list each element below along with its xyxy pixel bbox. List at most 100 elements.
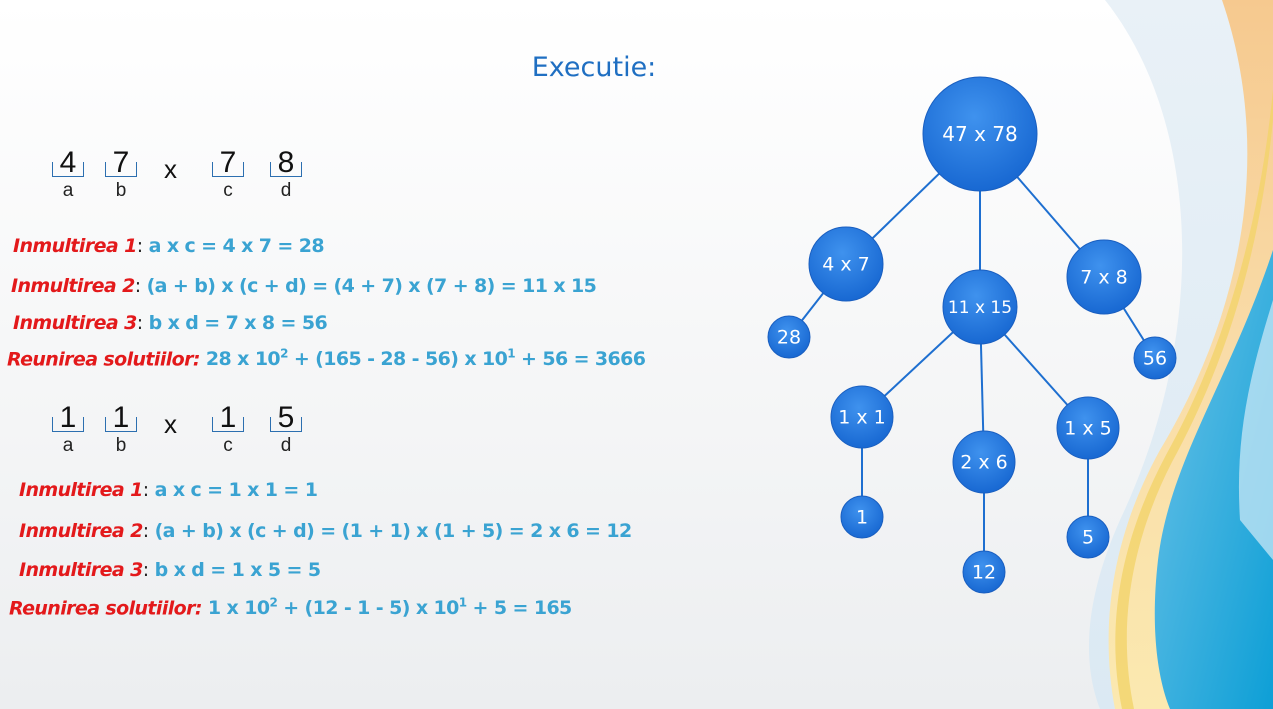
exponent: 2 bbox=[269, 596, 278, 610]
tree-node-circle bbox=[808, 226, 884, 302]
step-separator: : bbox=[134, 275, 141, 297]
digit-box-d: 8 d bbox=[268, 146, 304, 201]
tree-node-n1x5: 1 x 5 bbox=[1056, 396, 1120, 460]
tree-node-circle bbox=[767, 315, 811, 359]
tree-node-circle bbox=[922, 76, 1038, 192]
step-label: Inmultirea 2 bbox=[11, 275, 135, 297]
tree-node-n2x6: 2 x 6 bbox=[952, 430, 1016, 494]
step-expression: a x c = 1 x 1 = 1 bbox=[148, 479, 318, 501]
tree-node-label: 47 x 78 bbox=[942, 122, 1017, 146]
tree-node-n1x1: 1 x 1 bbox=[830, 385, 894, 449]
combine-label: Reunirea solutiilor: bbox=[9, 597, 202, 620]
digit-variable: c bbox=[223, 180, 233, 201]
tree-node-label: 1 x 1 bbox=[838, 407, 886, 429]
tree-node-n4x7: 4 x 7 bbox=[808, 226, 884, 302]
step-label: Inmultirea 3 bbox=[19, 559, 143, 581]
digit-box-c: 7 c bbox=[210, 146, 246, 201]
step-label: Inmultirea 2 bbox=[19, 520, 143, 542]
tree-node-label: 56 bbox=[1143, 348, 1167, 370]
tree-node-n5: 5 bbox=[1066, 515, 1110, 559]
example1-step1: Inmultirea 1: a x c = 4 x 7 = 28 bbox=[13, 235, 325, 257]
example2-combine: Reunirea solutiilor: 1 x 102 + (12 - 1 -… bbox=[9, 596, 572, 619]
tree-node-n1: 1 bbox=[840, 495, 884, 539]
exponent: 1 bbox=[507, 347, 515, 361]
digit-value: 1 bbox=[219, 401, 237, 434]
exponent: 1 bbox=[458, 596, 467, 610]
example2-step3: Inmultirea 3: b x d = 1 x 5 = 5 bbox=[19, 559, 321, 581]
tree-node-n56: 56 bbox=[1133, 336, 1177, 380]
digit-box-d: 5 d bbox=[268, 401, 304, 456]
step-separator: : bbox=[136, 312, 143, 334]
step-separator: : bbox=[142, 559, 149, 581]
tree-node-circle bbox=[1066, 239, 1142, 315]
digit-row-1: 4 a 7 b x 7 c 8 d bbox=[48, 146, 318, 212]
yellow-edge bbox=[1115, 90, 1273, 709]
digit-variable: d bbox=[280, 180, 292, 201]
digit-bracket bbox=[52, 162, 84, 177]
tree-node-label: 11 x 15 bbox=[948, 298, 1012, 318]
tree-node-n28: 28 bbox=[767, 315, 811, 359]
digit-variable: d bbox=[280, 435, 292, 456]
combine-label: Reunirea solutiilor: bbox=[7, 348, 200, 371]
page-title: Executie: bbox=[531, 52, 657, 83]
blue-wave bbox=[1154, 250, 1273, 709]
tree-node-circle bbox=[952, 430, 1016, 494]
tree-node-label: 1 x 5 bbox=[1064, 418, 1112, 440]
step-label: Inmultirea 1 bbox=[13, 235, 137, 257]
digit-variable: c bbox=[223, 435, 233, 456]
digit-bracket bbox=[212, 417, 244, 432]
digit-row-2: 1 a 1 b x 1 c 5 d bbox=[48, 401, 318, 467]
tree-node-n7x8: 7 x 8 bbox=[1066, 239, 1142, 315]
tree-node-circle bbox=[830, 385, 894, 449]
multiply-operator: x bbox=[164, 154, 177, 184]
step-label: Inmultirea 3 bbox=[13, 312, 137, 334]
digit-value: 7 bbox=[219, 146, 237, 179]
tree-node-label: 28 bbox=[777, 327, 801, 349]
digit-box-c: 1 c bbox=[210, 401, 246, 456]
expr-part: + 5 = 165 bbox=[466, 597, 573, 620]
digit-variable: b bbox=[115, 180, 127, 201]
step-expression: (a + b) x (c + d) = (4 + 7) x (7 + 8) = … bbox=[140, 275, 597, 297]
digit-variable: a bbox=[62, 180, 74, 201]
tree-node-circle bbox=[840, 495, 884, 539]
tree-node-label: 2 x 6 bbox=[960, 452, 1008, 474]
example1-step3: Inmultirea 3: b x d = 7 x 8 = 56 bbox=[13, 312, 328, 334]
tree-node-n11x15: 11 x 15 bbox=[942, 269, 1018, 345]
example2-step2: Inmultirea 2: (a + b) x (c + d) = (1 + 1… bbox=[19, 520, 632, 542]
tree-node-circle bbox=[1056, 396, 1120, 460]
tree-node-label: 1 bbox=[856, 507, 868, 529]
digit-bracket bbox=[105, 162, 137, 177]
digit-value: 4 bbox=[59, 146, 77, 179]
step-separator: : bbox=[136, 235, 143, 257]
step-label: Inmultirea 1 bbox=[19, 479, 143, 501]
expr-part: + 56 = 3666 bbox=[514, 348, 646, 371]
step-expression: a x c = 4 x 7 = 28 bbox=[142, 235, 325, 257]
multiply-operator: x bbox=[164, 409, 177, 439]
tree-node-label: 4 x 7 bbox=[822, 254, 870, 276]
digit-bracket bbox=[212, 162, 244, 177]
digit-value: 5 bbox=[277, 401, 295, 434]
combine-expression: 1 x 102 + (12 - 1 - 5) x 101 + 5 = 165 bbox=[201, 596, 573, 620]
combine-expression: 28 x 102 + (165 - 28 - 56) x 101 + 56 = … bbox=[200, 347, 646, 371]
digit-box-b: 7 b bbox=[103, 146, 139, 201]
example2-step1: Inmultirea 1: a x c = 1 x 1 = 1 bbox=[19, 479, 318, 501]
tree-node-circle bbox=[942, 269, 1018, 345]
expr-part: + (165 - 28 - 56) x 10 bbox=[287, 348, 508, 371]
expr-part: 1 x 10 bbox=[201, 597, 270, 620]
example1-combine: Reunirea solutiilor: 28 x 102 + (165 - 2… bbox=[7, 347, 646, 371]
digit-value: 7 bbox=[112, 146, 130, 179]
digit-box-a: 4 a bbox=[50, 146, 86, 201]
tree-node-circle bbox=[1133, 336, 1177, 380]
tree-node-circle bbox=[1066, 515, 1110, 559]
digit-variable: b bbox=[115, 435, 127, 456]
expr-part: + (12 - 1 - 5) x 10 bbox=[277, 597, 459, 620]
exponent: 2 bbox=[280, 347, 288, 361]
tree-node-label: 5 bbox=[1082, 527, 1094, 549]
tree-node-root: 47 x 78 bbox=[922, 76, 1038, 192]
tree-node-label: 12 bbox=[972, 562, 996, 584]
digit-bracket bbox=[270, 162, 302, 177]
step-expression: b x d = 1 x 5 = 5 bbox=[148, 559, 322, 581]
light-blue-wave bbox=[1238, 300, 1273, 560]
tree-node-label: 7 x 8 bbox=[1080, 267, 1128, 289]
